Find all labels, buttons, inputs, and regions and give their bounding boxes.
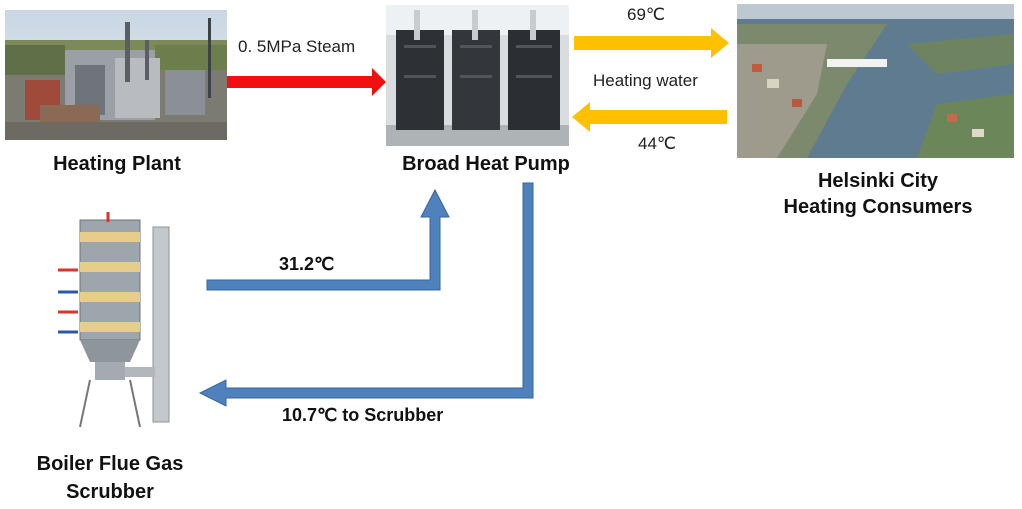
heating-plant-label: Heating Plant	[53, 153, 181, 175]
return-water-arrow	[572, 102, 727, 132]
consumers-label-line2: Heating Consumers	[783, 196, 973, 218]
scrubber-outflow-label: 31.2℃	[279, 254, 335, 274]
steam-arrow	[227, 68, 386, 96]
scrubber-label-line2: Scrubber	[66, 481, 154, 503]
heating-water-label: Heating water	[593, 71, 698, 90]
supply-temp-label: 69℃	[627, 5, 666, 24]
scrubber-return-arrow	[198, 182, 534, 407]
helsinki-city-photo	[737, 4, 1014, 158]
consumers-label-line1: Helsinki City	[817, 170, 939, 192]
supply-water-arrow	[574, 28, 729, 58]
scrubber-outflow-arrow	[206, 188, 450, 291]
scrubber-label: Boiler Flue Gas Scrubber	[10, 450, 210, 506]
scrubber-label-line1: Boiler Flue Gas	[36, 453, 184, 475]
heat-pump-label: Broad Heat Pump	[402, 153, 570, 175]
steam-label: 0. 5MPa Steam	[238, 37, 356, 56]
heat-pump-photo	[386, 5, 569, 146]
scrubber-illustration	[50, 212, 200, 442]
scrubber-return-label: 10.7℃ to Scrubber	[282, 405, 444, 425]
consumers-label: Helsinki City Heating Consumers	[758, 168, 998, 220]
heating-plant-photo	[5, 10, 227, 140]
return-temp-label: 44℃	[638, 134, 677, 153]
